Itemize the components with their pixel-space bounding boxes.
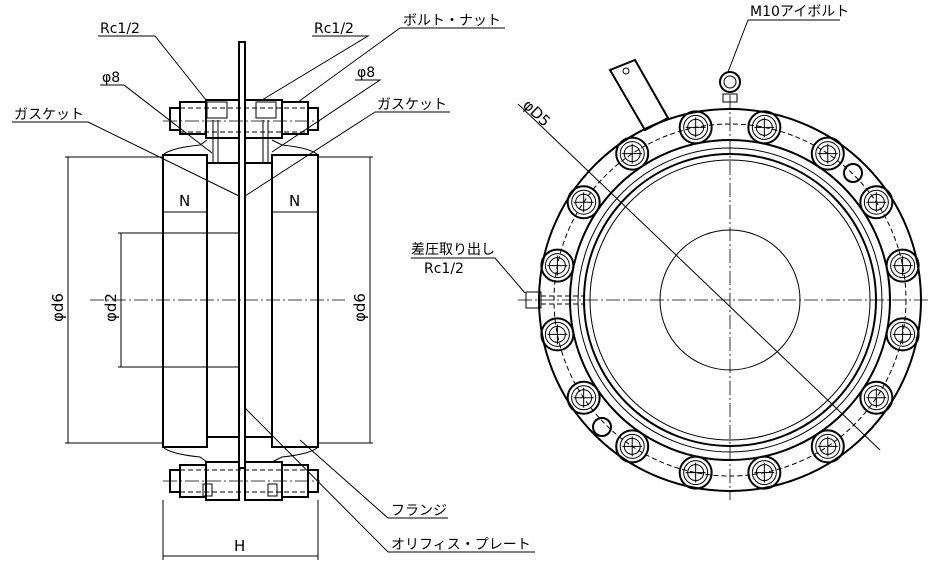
dim-d5: φD5 xyxy=(519,96,554,130)
dim-n-left: N xyxy=(179,192,190,210)
bolt xyxy=(859,185,894,220)
orifice-plate xyxy=(238,41,246,469)
label-rc-left: Rc1/2 xyxy=(100,21,140,37)
bolt xyxy=(566,185,601,220)
bolt xyxy=(540,317,575,352)
bolt xyxy=(678,110,713,145)
bolt xyxy=(747,455,782,490)
dim-h: H xyxy=(234,537,245,555)
label-gasket-right: ガスケット xyxy=(377,97,447,113)
dim-d6-left: φd6 xyxy=(49,293,67,322)
label-rc-right: Rc1/2 xyxy=(314,21,354,37)
label-gasket-left: ガスケット xyxy=(14,107,84,123)
side-view: N N H φd6 φd6 φd2 Rc1/2 Rc1/2 ボルト・ナット φ8… xyxy=(12,13,535,560)
bolt xyxy=(615,136,650,171)
label-orifice-plate: オリフィス・プレート xyxy=(391,537,531,553)
label-phi8-left: φ8 xyxy=(102,70,120,86)
label-bolt-nut: ボルト・ナット xyxy=(403,13,501,29)
dim-n-right: N xyxy=(289,192,300,210)
plate-handle xyxy=(608,58,670,132)
dim-d2: φd2 xyxy=(102,293,120,322)
bolt xyxy=(678,455,713,490)
left-flange xyxy=(162,154,208,448)
dim-d6-right: φd6 xyxy=(351,293,369,322)
bolt xyxy=(747,110,782,145)
bolt xyxy=(885,317,920,352)
bolt xyxy=(810,136,845,171)
pressure-tap xyxy=(525,291,542,309)
bore xyxy=(659,229,801,371)
bolt xyxy=(540,248,575,283)
bolt xyxy=(859,380,894,415)
label-diff-pressure: 差圧取り出し xyxy=(411,242,495,258)
label-phi8-right: φ8 xyxy=(357,65,375,81)
label-flange: フランジ xyxy=(391,503,447,519)
bolt xyxy=(566,380,601,415)
bolt xyxy=(615,429,650,464)
label-diff-pressure-rc: Rc1/2 xyxy=(424,261,464,277)
bolt xyxy=(885,248,920,283)
front-view: φD5 M10アイボルト 差圧取り出し Rc1/2 xyxy=(411,4,930,500)
label-eye-bolt: M10アイボルト xyxy=(750,4,849,20)
bolt xyxy=(810,429,845,464)
eye-bolt xyxy=(719,71,741,103)
bolt-circle xyxy=(540,110,920,490)
